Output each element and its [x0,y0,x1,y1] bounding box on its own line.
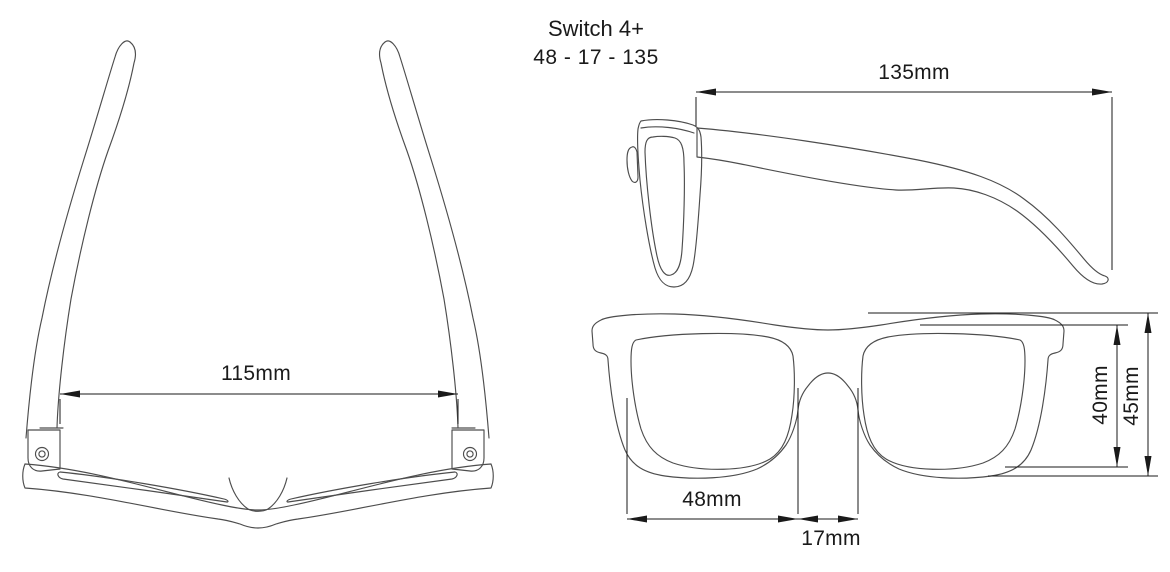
arrow-up-icon [1144,313,1152,333]
top-view-right-hinge [451,427,485,472]
dimension-label-lens-height: 40mm [1089,365,1112,425]
dimension-lens-height [920,324,1128,468]
side-view-temple [696,127,1109,285]
arrow-left-icon [60,390,80,398]
top-view-left-hinge [27,427,64,472]
side-view-lens [644,135,685,276]
dimension-lens-width [626,388,859,523]
front-view-right-lens [861,332,1026,470]
dimension-label-temple-length: 135mm [878,61,950,84]
arrow-up-icon [1113,325,1121,345]
dimension-label-bridge-width: 17mm [801,527,861,550]
dimension-overall-width [59,390,459,424]
side-view-frame-front [637,119,703,288]
top-view-right-lens-edge [286,471,458,503]
arrow-down-icon [1113,447,1121,467]
front-view-frame [591,313,1065,479]
top-view-left-hinge-screw-icon [34,446,50,462]
top-view-right-temple [379,40,490,439]
arrow-right-icon [838,515,858,523]
top-view-right-hinge-screw-icon [462,446,478,462]
top-view-nose-bridge [228,477,288,512]
dimension-frame-height [868,312,1158,477]
arrow-right-icon [438,390,458,398]
arrow-left-icon [798,515,818,523]
front-view-left-lens [630,332,795,470]
top-view-drawing [22,40,494,529]
side-view-frame-bevel [640,126,695,134]
dimension-temple-length [695,88,1113,270]
product-title: Switch 4+ [548,16,644,41]
arrow-left-icon [627,515,647,523]
dimension-label-overall-width: 115mm [221,362,291,385]
top-view-frame-front [22,463,494,529]
product-size-code: 48 - 17 - 135 [533,46,659,69]
dimension-bridge-width [798,515,858,523]
front-view-drawing [591,312,1158,523]
top-view-right-hinge-screw-icon [466,450,474,458]
side-view-far-rim-tab [626,146,639,183]
arrow-left-icon [696,88,716,96]
arrow-down-icon [1144,456,1152,476]
arrow-right-icon [1092,88,1112,96]
top-view-left-hinge-screw-icon [38,450,46,458]
dimension-label-lens-width: 48mm [682,488,742,511]
arrow-right-icon [778,515,798,523]
dimension-label-frame-height: 45mm [1120,366,1143,426]
top-view-left-temple [25,40,136,439]
side-view-drawing [626,88,1113,288]
top-view-left-lens-edge [57,471,229,503]
